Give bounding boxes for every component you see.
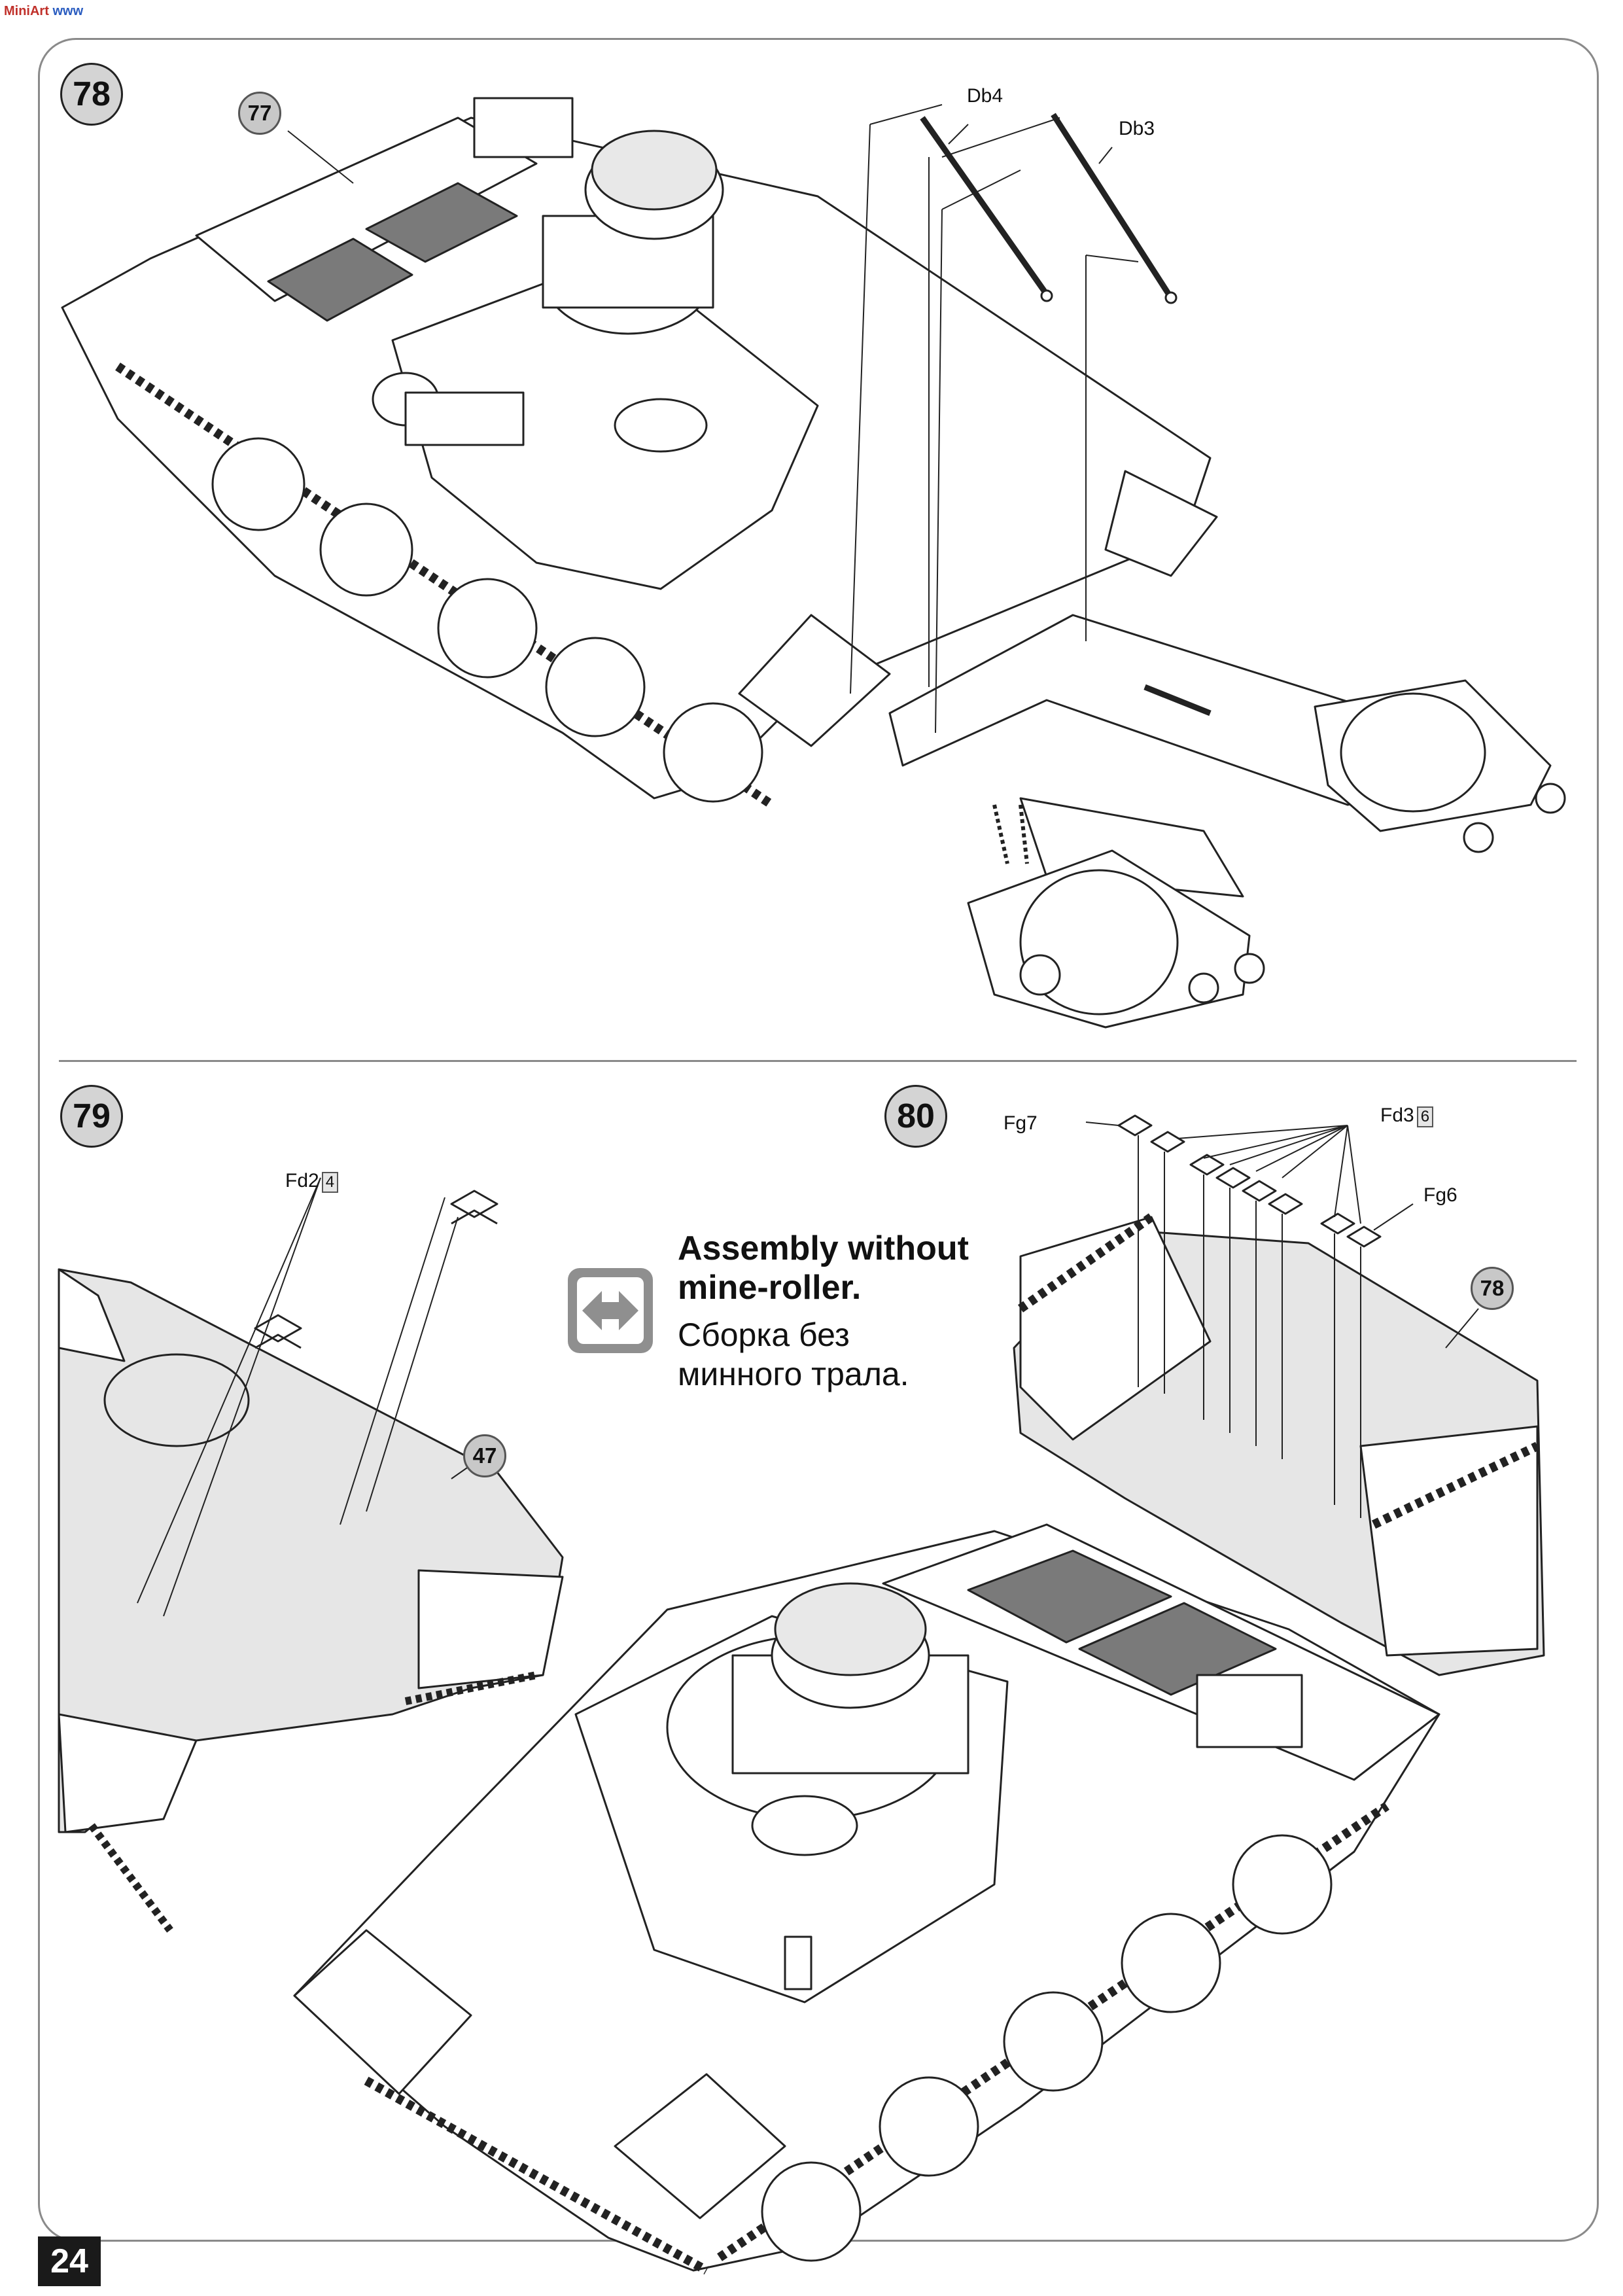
part-code-fd2: Fd2 bbox=[285, 1170, 319, 1192]
step-divider bbox=[59, 1060, 1577, 1062]
publisher-logo: MiniArt www bbox=[4, 4, 83, 19]
step-number-78: 78 bbox=[60, 63, 123, 126]
step-number-80: 80 bbox=[884, 1085, 947, 1148]
part-label-db4: Db4 bbox=[967, 85, 1003, 107]
note-english: Assembly without mine-roller. bbox=[678, 1229, 969, 1307]
step-78-tank bbox=[61, 97, 1218, 809]
step-80-tank-fragment bbox=[1013, 1114, 1545, 1676]
step-78-rods bbox=[850, 104, 1178, 733]
part-label-db3: Db3 bbox=[1119, 118, 1155, 139]
step-number-79: 79 bbox=[60, 1085, 123, 1148]
quantity-badge-fd2: 4 bbox=[321, 1172, 339, 1193]
quantity-badge-fd3: 6 bbox=[1416, 1106, 1434, 1127]
note-russian: Сборка без минного трала. bbox=[678, 1316, 909, 1392]
double-arrow-icon bbox=[568, 1268, 653, 1353]
part-label-fg6: Fg6 bbox=[1423, 1184, 1457, 1206]
step-78-mine-roller bbox=[888, 614, 1566, 1029]
ref-badge-47: 47 bbox=[463, 1434, 506, 1477]
part-label-fg7: Fg7 bbox=[1003, 1112, 1038, 1134]
ref-badge-77: 77 bbox=[238, 92, 281, 135]
step-79-main-tank bbox=[293, 1523, 1440, 2275]
logo-left: MiniArt bbox=[4, 4, 49, 18]
step-79-tank-fragment bbox=[58, 1177, 564, 1933]
ref-badge-78: 78 bbox=[1471, 1267, 1514, 1310]
logo-right: www bbox=[52, 4, 84, 18]
page-number: 24 bbox=[38, 2236, 101, 2286]
part-code-fd3: Fd3 bbox=[1380, 1104, 1414, 1126]
